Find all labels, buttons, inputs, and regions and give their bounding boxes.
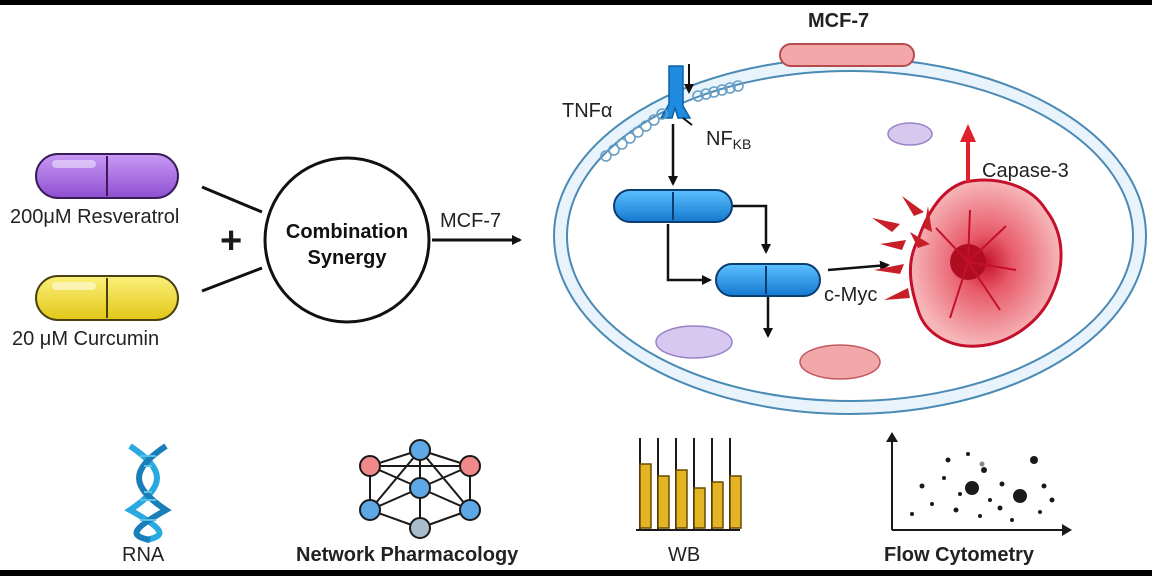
scatter-plot-icon <box>886 432 1072 536</box>
method-network-label: Network Pharmacology <box>296 544 519 566</box>
nfkb-main: NF <box>706 128 733 150</box>
cell-title: MCF-7 <box>808 10 870 32</box>
dna-helix-icon <box>124 443 172 543</box>
method-rna-label: RNA <box>122 544 165 566</box>
protein1-down-arrow <box>666 224 712 285</box>
nfkb-sub: KB <box>732 136 752 152</box>
cmyc-label: c-Myc <box>824 284 878 306</box>
arrow-cell-label: MCF-7 <box>440 210 502 232</box>
combination-synergy-label: Combination Synergy <box>262 219 432 271</box>
curcumin-capsule-icon <box>35 275 179 321</box>
combination-circle <box>263 156 431 324</box>
top-border <box>0 0 1152 5</box>
caspase-label: Capase-3 <box>982 160 1069 182</box>
combination-line2: Synergy <box>307 247 387 269</box>
nfkb-label: NFKB <box>706 128 751 152</box>
tnf-label: TNFα <box>562 100 613 122</box>
method-flow-label: Flow Cytometry <box>884 544 1035 566</box>
protein1-to-protein2-arrow <box>733 204 771 254</box>
organelle-purple-small-icon <box>887 122 933 146</box>
curcumin-connector <box>201 266 263 293</box>
cmyc-to-nucleus-arrow <box>827 260 890 272</box>
resveratrol-connector <box>201 185 263 214</box>
bottom-border <box>0 570 1152 576</box>
pathway-protein-1 <box>613 189 733 223</box>
resveratrol-label: 200μM Resveratrol <box>10 206 180 228</box>
plus-sign: + <box>220 220 243 262</box>
curcumin-label: 20 μM Curcumin <box>12 328 160 350</box>
organelle-purple-icon <box>655 325 733 359</box>
apoptosis-shards-icon <box>872 196 932 300</box>
membrane-protein-icon <box>779 43 915 67</box>
method-wb-label: WB <box>668 544 701 566</box>
pathway-protein-2 <box>715 263 821 297</box>
network-graph-icon <box>359 439 481 539</box>
organelle-red-icon <box>799 344 881 380</box>
resveratrol-capsule-icon <box>35 153 179 199</box>
coiled-receptor-icon <box>600 80 744 162</box>
western-blot-icon <box>636 438 742 531</box>
combination-line1: Combination <box>285 221 409 243</box>
